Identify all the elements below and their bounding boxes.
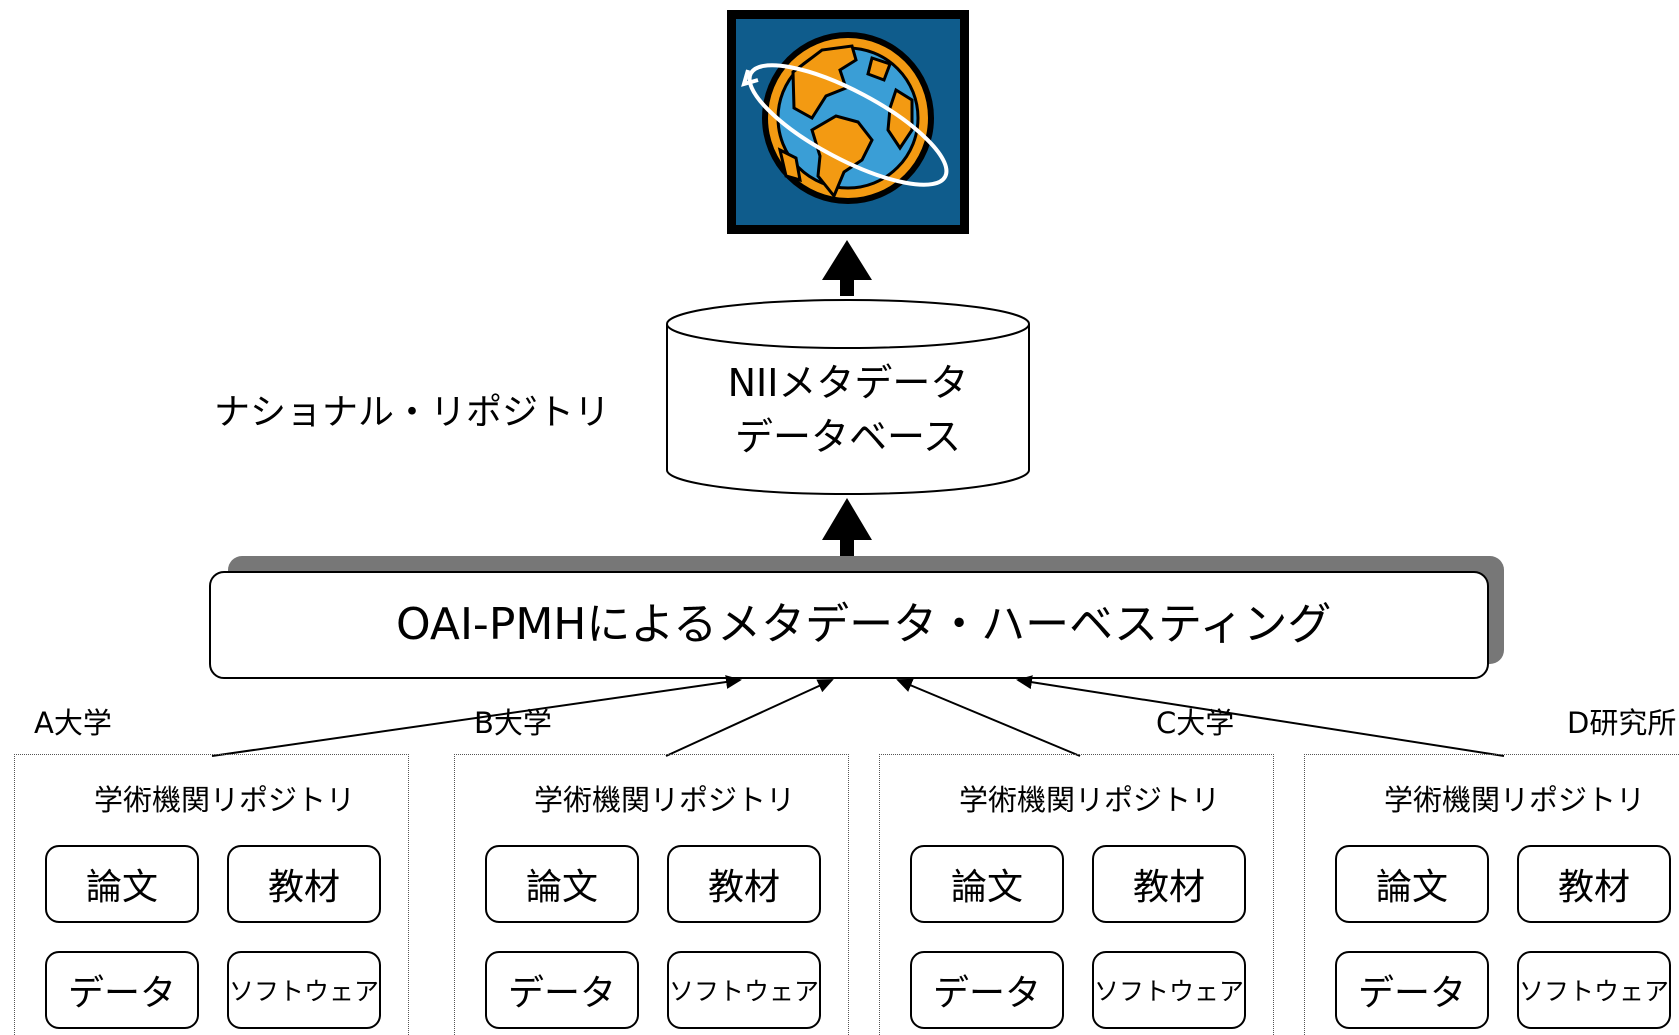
national-repository-label: ナショナル・リポジトリ	[214, 392, 611, 433]
item-teaching-materials: 教材	[227, 845, 381, 923]
globe-icon	[727, 10, 969, 234]
harvest-bar	[209, 556, 1504, 679]
institution-name-a: A大学	[34, 706, 112, 740]
institution-name-b: B大学	[474, 706, 552, 740]
connector-c	[896, 678, 1081, 757]
item-data: データ	[485, 951, 639, 1029]
item-data: データ	[45, 951, 199, 1029]
connector-b	[665, 679, 834, 757]
item-software: ソフトウェア	[1092, 951, 1246, 1029]
database-title-line1: NIIメタデータ	[727, 361, 969, 405]
item-teaching-materials: 教材	[1092, 845, 1246, 923]
item-software: ソフトウェア	[667, 951, 821, 1029]
institution-title: 学術機関リポジトリ	[94, 783, 356, 817]
item-software: ソフトウェア	[227, 951, 381, 1029]
institution-panel-c: 学術機関リポジトリ 論文 教材 データ ソフトウェア	[879, 754, 1274, 1035]
institution-panel-b: 学術機関リポジトリ 論文 教材 データ ソフトウェア	[454, 754, 849, 1035]
item-data: データ	[910, 951, 1064, 1029]
connector-d	[1016, 675, 1505, 757]
arrow-harvest-to-db	[822, 498, 872, 560]
item-papers: 論文	[1335, 845, 1489, 923]
item-papers: 論文	[45, 845, 199, 923]
item-data: データ	[1335, 951, 1489, 1029]
item-teaching-materials: 教材	[1517, 845, 1671, 923]
connector-a	[211, 675, 742, 757]
item-papers: 論文	[910, 845, 1064, 923]
database-title-line2: データベース	[734, 415, 962, 459]
arrow-db-to-globe	[822, 240, 872, 296]
harvesting-label: OAI-PMHによるメタデータ・ハーベスティング	[396, 599, 1332, 650]
item-teaching-materials: 教材	[667, 845, 821, 923]
institution-title: 学術機関リポジトリ	[1384, 783, 1646, 817]
institution-panel-a: 学術機関リポジトリ 論文 教材 データ ソフトウェア	[14, 754, 409, 1035]
institution-panel-d: 学術機関リポジトリ 論文 教材 データ ソフトウェア	[1304, 754, 1679, 1035]
institution-title: 学術機関リポジトリ	[534, 783, 796, 817]
item-software: ソフトウェア	[1517, 951, 1671, 1029]
institution-name-d: D研究所	[1567, 706, 1677, 740]
institution-connectors	[211, 675, 1505, 757]
database-cylinder	[666, 299, 1030, 495]
institution-name-c: C大学	[1156, 706, 1235, 740]
item-papers: 論文	[485, 845, 639, 923]
institution-title: 学術機関リポジトリ	[959, 783, 1221, 817]
